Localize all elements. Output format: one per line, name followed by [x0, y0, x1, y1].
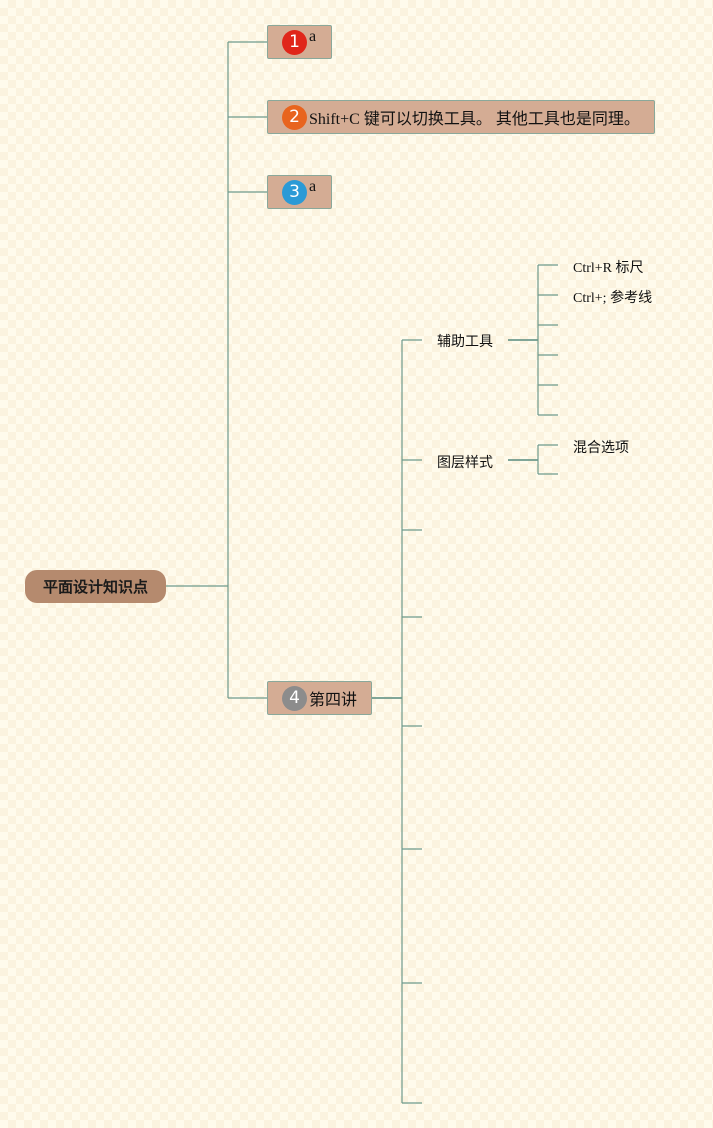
topic-3[interactable]: 3 a: [267, 175, 332, 209]
number-badge-4: 4: [282, 685, 307, 711]
leaf-ruler[interactable]: Ctrl+R 标尺: [573, 261, 644, 276]
topic-4-label: 第四讲: [309, 692, 358, 709]
topic-2[interactable]: 2 Shift+C 键可以切换工具。 其他工具也是同理。: [267, 100, 655, 134]
number-badge-1: 1: [282, 29, 307, 55]
topic-1-label: a: [309, 28, 317, 45]
root-topic[interactable]: 平面设计知识点: [25, 570, 166, 603]
number-badge-2: 2: [282, 104, 307, 130]
topic-4[interactable]: 4 第四讲: [267, 681, 372, 715]
leaf-blending-options[interactable]: 混合选项: [573, 440, 629, 456]
root-topic-label: 平面设计知识点: [42, 578, 148, 596]
subtopic-layer-style[interactable]: 图层样式: [437, 455, 493, 471]
number-badge-3: 3: [282, 179, 307, 205]
topic-1[interactable]: 1 a: [267, 25, 332, 59]
topic-2-label: Shift+C 键可以切换工具。 其他工具也是同理。: [309, 111, 640, 128]
topic-3-label: a: [309, 178, 317, 195]
leaf-guides[interactable]: Ctrl+; 参考线: [573, 291, 653, 306]
subtopic-auxiliary-tools[interactable]: 辅助工具: [437, 334, 493, 350]
